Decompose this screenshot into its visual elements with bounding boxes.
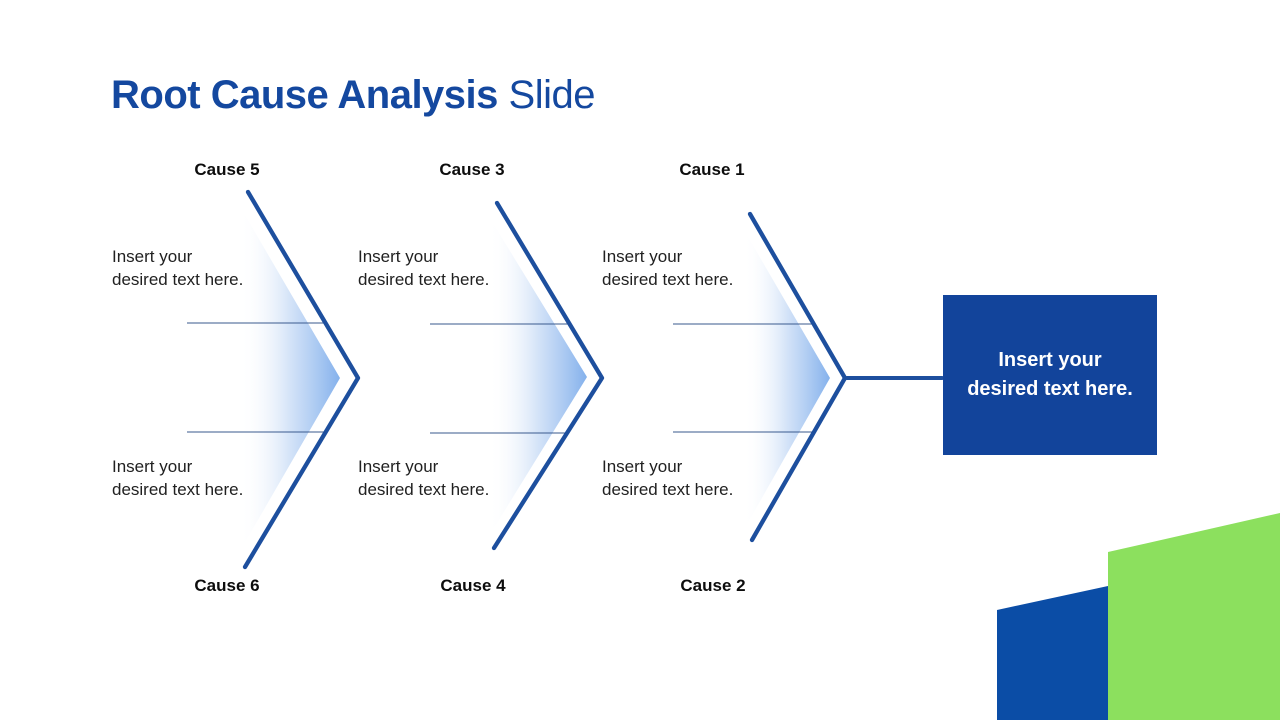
placeholder-line: Insert your [112, 457, 193, 476]
spine-connector-line [845, 376, 944, 380]
effect-box-line: Insert your [998, 349, 1102, 371]
chevron-arrow-1 [187, 189, 361, 570]
cause-label-1: Cause 1 [679, 160, 745, 179]
corner-decoration [997, 513, 1280, 720]
chevron-outline [491, 200, 605, 551]
placeholder-line: Insert your [112, 247, 193, 266]
placeholder-text-cause4: Insert your desired text here. [358, 455, 489, 501]
cause-label-6: Cause 6 [194, 576, 260, 595]
placeholder-line: desired text here. [358, 480, 490, 499]
decor-green-shape [1108, 513, 1280, 720]
placeholder-text-cause3: Insert your desired text here. [358, 245, 489, 291]
chevron-fill [240, 210, 340, 551]
cause-label-2: Cause 2 [680, 576, 746, 595]
chevron-fill [489, 220, 587, 536]
slide-title-bold: Root Cause Analysis [111, 73, 498, 117]
chevron-fill [744, 230, 830, 526]
placeholder-line: desired text here. [112, 270, 244, 289]
cause-label-3: Cause 3 [439, 160, 505, 179]
placeholder-line: desired text here. [602, 270, 734, 289]
placeholder-line: desired text here. [358, 270, 490, 289]
decor-blue-shape [997, 586, 1108, 720]
chevron-outline [242, 189, 361, 570]
placeholder-text-cause2: Insert your desired text here. [602, 455, 733, 501]
effect-box-line: desired text here. [967, 378, 1133, 400]
placeholder-line: Insert your [602, 247, 683, 266]
chevron-arrow-2 [430, 200, 605, 551]
chevron-arrow-3 [673, 211, 848, 543]
cause-label-4: Cause 4 [440, 576, 506, 595]
placeholder-line: desired text here. [112, 480, 244, 499]
placeholder-line: Insert your [358, 247, 439, 266]
placeholder-line: Insert your [602, 457, 683, 476]
placeholder-line: Insert your [358, 457, 439, 476]
placeholder-text-cause1: Insert your desired text here. [602, 245, 733, 291]
slide-title-light: Slide [508, 73, 596, 117]
slide-title: Root Cause Analysis Slide [111, 72, 595, 118]
placeholder-text-cause6: Insert your desired text here. [112, 455, 243, 501]
placeholder-line: desired text here. [602, 480, 734, 499]
cause-label-5: Cause 5 [194, 160, 260, 179]
effect-box: Insert your desired text here. [943, 295, 1157, 455]
placeholder-text-cause5: Insert your desired text here. [112, 245, 243, 291]
